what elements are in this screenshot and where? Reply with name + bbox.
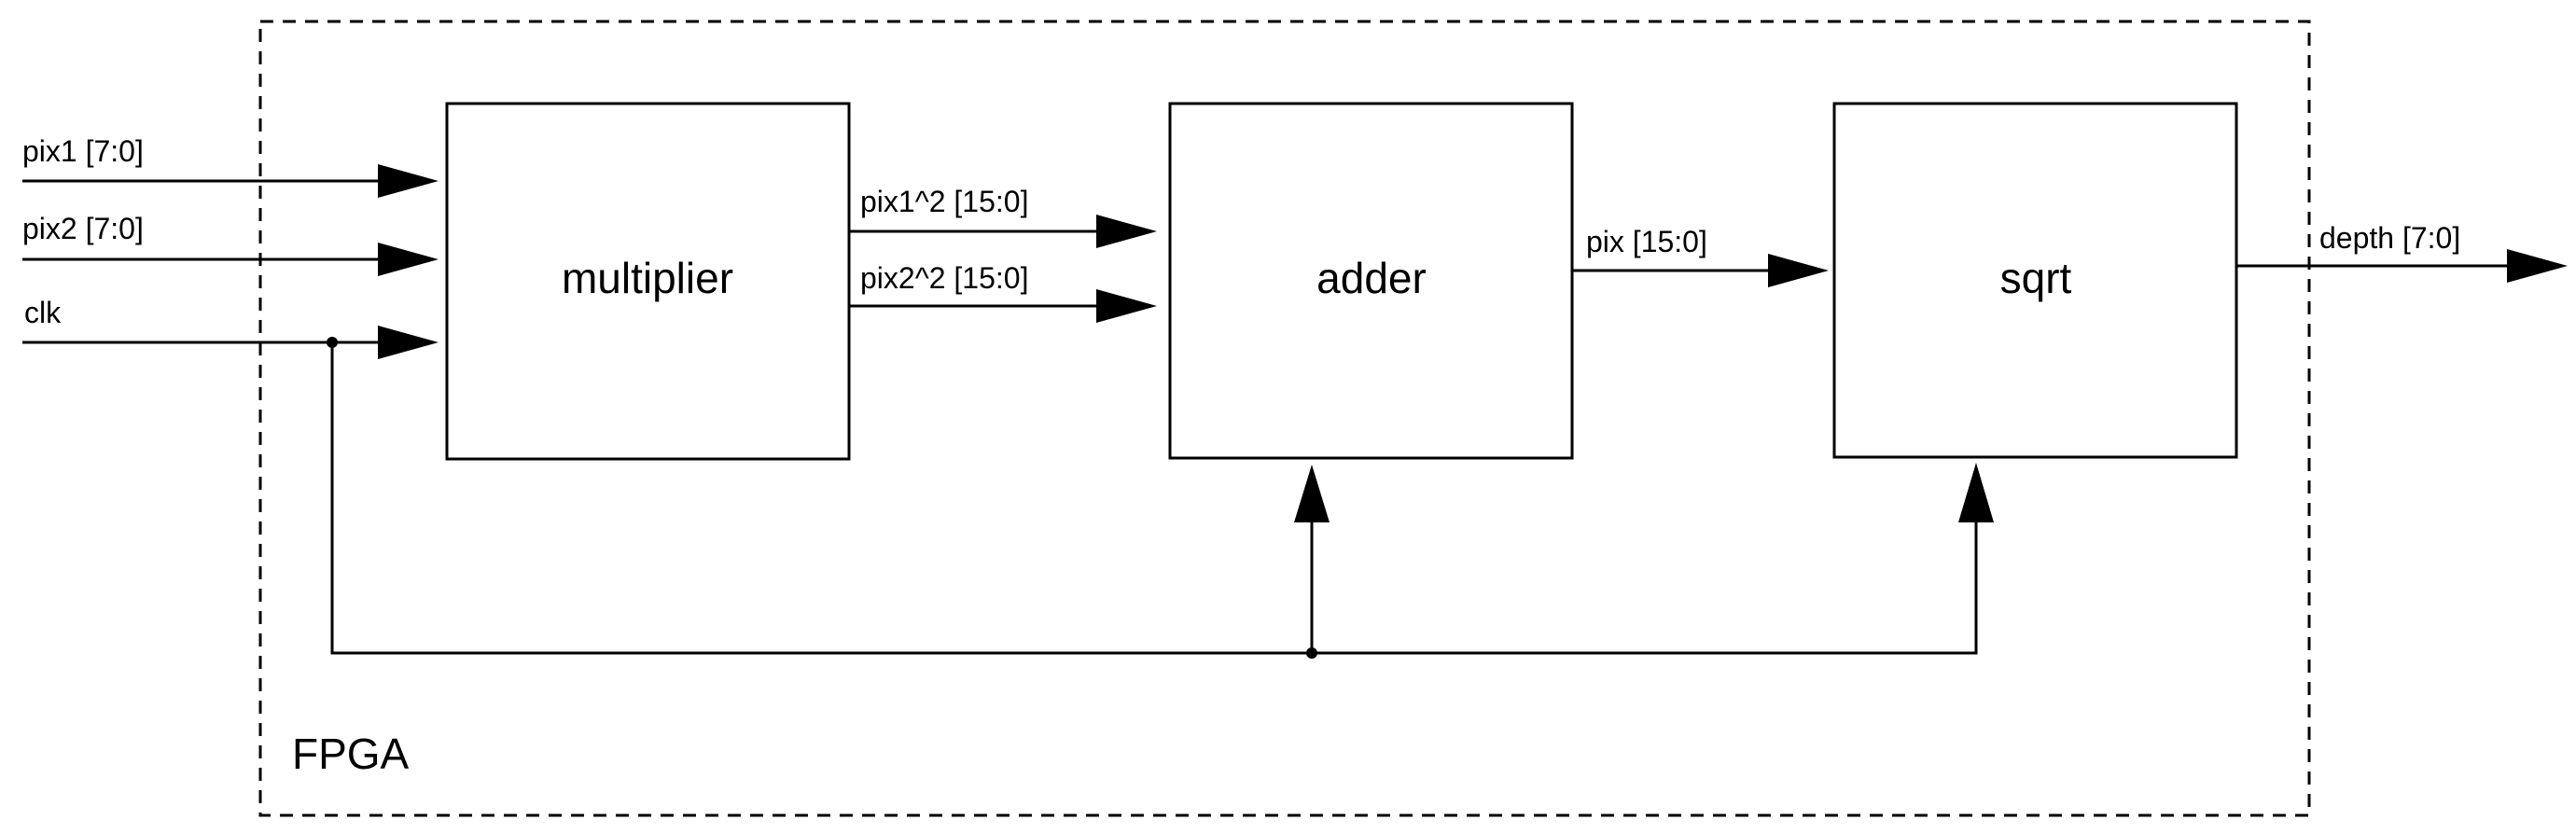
pix1-squared-wire xyxy=(849,215,1157,248)
pix2-arrowhead xyxy=(378,243,439,276)
multiplier-block: multiplier xyxy=(445,102,851,461)
clk-arrowhead xyxy=(378,326,439,359)
multiplier-label: multiplier xyxy=(562,254,733,302)
clk-junction-branch xyxy=(1306,647,1317,659)
pix-wire xyxy=(1572,254,1829,287)
pix1-label: pix1 [7:0] xyxy=(22,134,144,168)
adder-box xyxy=(1168,102,1574,460)
pix-arrowhead xyxy=(1768,254,1829,287)
pix1-arrowhead xyxy=(378,164,439,198)
pix1-squared-label: pix1^2 [15:0] xyxy=(860,185,1028,218)
pix2-squared-arrowhead xyxy=(1096,289,1157,323)
pix1-squared-arrowhead xyxy=(1096,215,1157,248)
pix1-input-wire xyxy=(22,164,439,198)
pix2-squared-label: pix2^2 [15:0] xyxy=(860,261,1028,295)
depth-label: depth [7:0] xyxy=(2319,221,2460,255)
sqrt-box xyxy=(1832,102,2238,459)
adder-clk-arrowhead xyxy=(1294,465,1330,522)
pix2-squared-wire xyxy=(849,289,1157,323)
fpga-boundary xyxy=(258,20,2311,817)
clk-distribution xyxy=(327,337,1994,659)
adder-block: adder xyxy=(1168,102,1574,460)
multiplier-box xyxy=(445,102,851,461)
sqrt-block: sqrt xyxy=(1832,102,2238,459)
clk-junction-input xyxy=(327,337,338,348)
depth-output-wire xyxy=(2236,249,2568,283)
depth-arrowhead xyxy=(2507,249,2568,283)
clk-label: clk xyxy=(24,296,62,329)
sqrt-clk-arrowhead xyxy=(1958,463,1994,522)
pix-label: pix [15:0] xyxy=(1586,225,1707,258)
adder-label: adder xyxy=(1316,254,1427,302)
fpga-label: FPGA xyxy=(292,730,410,778)
pix2-input-wire xyxy=(22,243,439,276)
pix2-label: pix2 [7:0] xyxy=(22,212,144,245)
sqrt-label: sqrt xyxy=(2000,254,2072,302)
clk-input-wire xyxy=(22,326,439,359)
